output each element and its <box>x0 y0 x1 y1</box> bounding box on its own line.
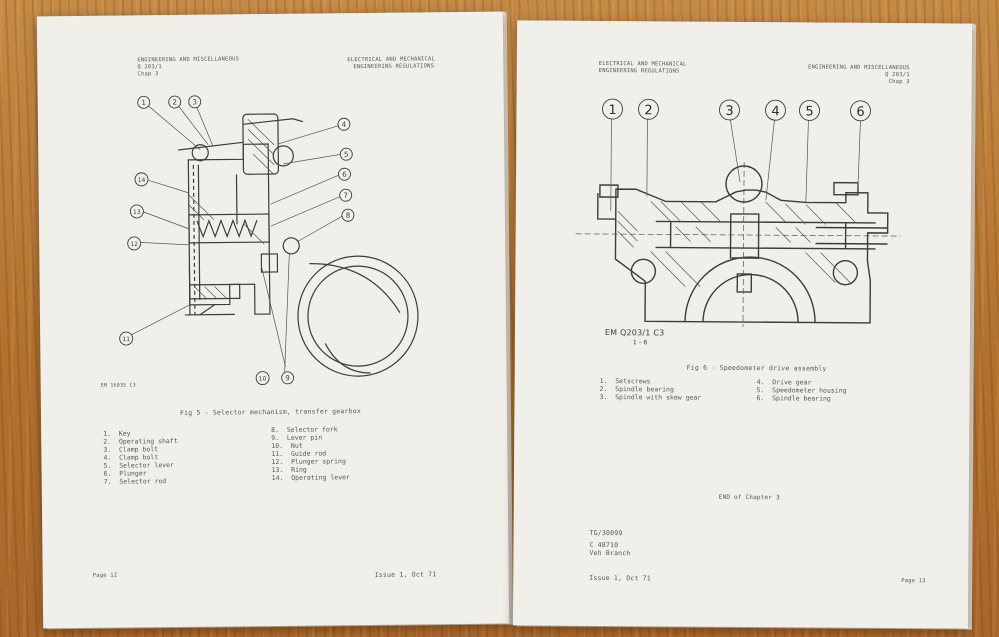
svg-text:3: 3 <box>192 98 197 106</box>
svg-text:11: 11 <box>122 336 130 343</box>
callout-5: 5 <box>339 147 353 161</box>
svg-text:13: 13 <box>133 209 141 216</box>
callout-1: 1 <box>137 95 151 109</box>
svg-text:2: 2 <box>644 103 652 118</box>
callout-5: 5 <box>799 100 820 121</box>
callout-9: 9 <box>281 371 295 385</box>
svg-text:5: 5 <box>344 151 349 159</box>
right-fig-caption: Fig 6 - Speedometer drive assembly <box>686 363 827 373</box>
svg-text:4: 4 <box>771 104 779 119</box>
callout-4: 4 <box>765 99 786 121</box>
legend-item: 14. Operating lever <box>271 473 350 483</box>
left-issue: Issue 1, Oct 71 <box>374 570 437 579</box>
callout-12: 12 <box>127 236 142 251</box>
svg-text:12: 12 <box>130 241 138 248</box>
svg-text:6: 6 <box>342 171 347 179</box>
callout-8: 8 <box>341 208 355 222</box>
svg-text:6: 6 <box>856 105 864 120</box>
svg-text:14: 14 <box>138 177 146 184</box>
svg-text:5: 5 <box>805 104 813 119</box>
left-drawing-ref: EM 16035 C3 <box>100 382 137 389</box>
legend-item: 3. Spindle with skew gear <box>599 393 702 402</box>
legend-item: 12. Plunger spring <box>271 457 346 467</box>
selector-mechanism-drawing: 1 2 3 4 5 6 7 8 9 10 11 12 13 14 <box>119 95 419 386</box>
svg-text:1: 1 <box>608 103 616 118</box>
svg-text:3: 3 <box>725 104 733 119</box>
right-drawing-ref: EM Q203/1 C3 <box>604 328 665 338</box>
svg-text:1: 1 <box>141 99 146 107</box>
svg-text:4: 4 <box>342 121 347 129</box>
left-page: ENGINEERING AND MISCELLANEOUS Q 203/1 Ch… <box>36 11 510 629</box>
ref-line-3: Veh Branch <box>589 548 631 558</box>
callout-2: 2 <box>638 98 659 120</box>
callout-1: 1 <box>602 98 623 120</box>
svg-text:2: 2 <box>172 98 177 106</box>
svg-text:8: 8 <box>346 212 351 220</box>
ref-line-2: C 48710 <box>589 540 619 550</box>
ref-line-1: TG/30099 <box>589 528 623 538</box>
callout-3: 3 <box>719 99 740 121</box>
legend-item: 6. Spindle bearing <box>756 394 831 403</box>
right-issue: Issue 1, Oct 71 <box>589 573 651 583</box>
callout-4: 4 <box>337 117 351 131</box>
callout-6: 6 <box>338 167 351 181</box>
callout-14: 14 <box>134 172 149 187</box>
callout-6: 6 <box>850 100 871 122</box>
callout-2: 2 <box>168 95 182 109</box>
end-of-chapter: END of Chapter 3 <box>718 493 780 502</box>
left-page-number: Page 12 <box>92 572 118 579</box>
callout-7: 7 <box>339 188 353 202</box>
svg-text:10: 10 <box>259 376 267 383</box>
legend-item: 7. Selector rod <box>103 477 167 486</box>
right-page: ELECTRICAL AND MECHANICAL ENGINEERING RE… <box>512 20 973 629</box>
speedometer-drive-drawing: 1 2 3 4 5 6 <box>575 98 901 328</box>
callout-3: 3 <box>188 95 202 109</box>
callout-13: 13 <box>129 204 144 219</box>
callout-11: 11 <box>119 331 134 346</box>
legend-item: 9. Lever pin <box>271 433 323 443</box>
right-drawing-ref-sub: 1 - 6 <box>632 339 648 347</box>
svg-text:7: 7 <box>343 192 348 200</box>
svg-text:9: 9 <box>285 374 290 382</box>
callout-10: 10 <box>255 371 270 386</box>
right-page-number: Page 13 <box>901 578 926 585</box>
